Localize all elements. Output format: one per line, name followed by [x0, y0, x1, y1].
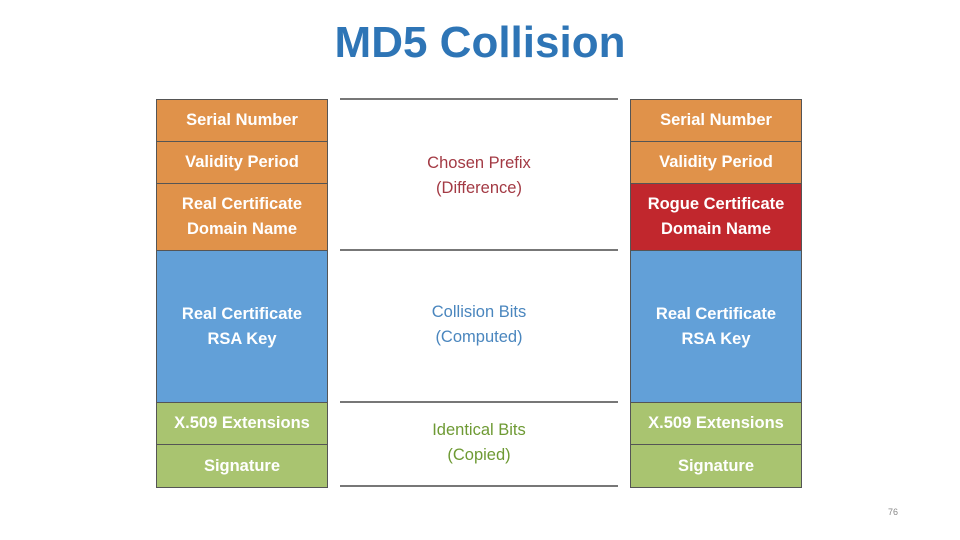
signature-block: Signature: [631, 445, 801, 487]
signature-block: Signature: [157, 445, 327, 487]
divider-line: [340, 401, 618, 403]
chosen-prefix-label: Chosen Prefix (Difference): [340, 151, 618, 201]
label-line: Chosen Prefix: [427, 154, 531, 172]
slide-title: MD5 Collision: [334, 18, 626, 67]
rsa-key-block: Real Certificate RSA Key: [631, 251, 801, 403]
serial-number-block: Serial Number: [631, 100, 801, 142]
rogue-domain-name-block: Rogue Certificate Domain Name: [631, 184, 801, 251]
extensions-block: X.509 Extensions: [631, 403, 801, 445]
validity-period-block: Validity Period: [631, 142, 801, 184]
validity-period-block: Validity Period: [157, 142, 327, 184]
collision-bits-label: Collision Bits (Computed): [340, 300, 618, 350]
label-line: Identical Bits: [432, 421, 526, 439]
domain-name-block: Real Certificate Domain Name: [157, 184, 327, 251]
label-line: (Difference): [436, 179, 522, 197]
extensions-block: X.509 Extensions: [157, 403, 327, 445]
divider-line: [340, 98, 618, 100]
label-line: (Computed): [435, 328, 523, 346]
identical-bits-label: Identical Bits (Copied): [340, 418, 618, 468]
serial-number-block: Serial Number: [157, 100, 327, 142]
label-line: (Copied): [447, 446, 511, 464]
divider-line: [340, 485, 618, 487]
label-line: Collision Bits: [431, 303, 527, 321]
divider-line: [340, 249, 618, 251]
real-certificate-column: Serial Number Validity Period Real Certi…: [156, 99, 328, 488]
page-number: 76: [888, 507, 899, 517]
rogue-certificate-column: Serial Number Validity Period Rogue Cert…: [630, 99, 802, 488]
rsa-key-block: Real Certificate RSA Key: [157, 251, 327, 403]
